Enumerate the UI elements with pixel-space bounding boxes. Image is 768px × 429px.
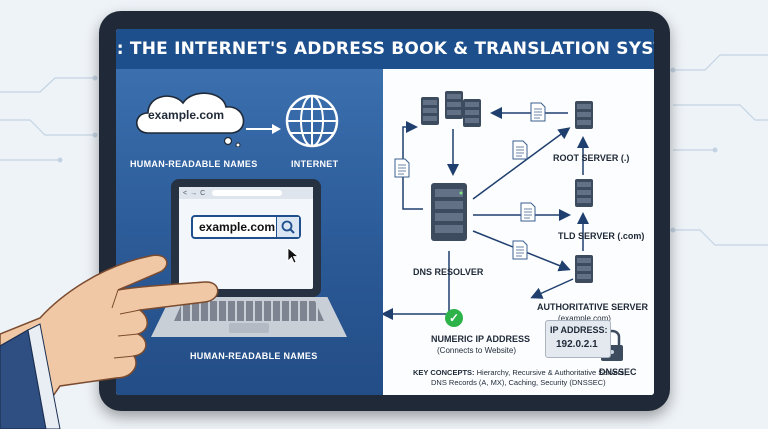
page-title: DNS: THE INTERNET'S ADDRESS BOOK & TRANS…: [116, 39, 654, 59]
address-bar[interactable]: [212, 190, 283, 196]
search-input[interactable]: example.com: [191, 215, 301, 239]
document-icon: [530, 102, 546, 122]
numeric-ip-label: NUMERIC IP ADDRESS: [431, 334, 531, 344]
root-server-icon: [575, 101, 593, 129]
cursor-icon: [287, 247, 300, 264]
forward-icon[interactable]: →: [190, 189, 198, 197]
dnssec-label: DNSSEC: [599, 367, 637, 377]
cloud-text: example.com: [148, 108, 225, 122]
document-icon: [512, 140, 528, 160]
tablet-screen: DNS: THE INTERNET'S ADDRESS BOOK & TRANS…: [116, 29, 654, 395]
ip-address-box: IP ADDRESS: 192.0.2.1: [545, 320, 611, 358]
ip-address-label: IP ADDRESS:: [550, 325, 608, 335]
server-icon: [445, 91, 463, 119]
server-icon: [421, 97, 439, 125]
hand-icon: [0, 254, 219, 429]
cloud-icon: [135, 92, 245, 147]
human-readable-names-top: HUMAN-READABLE NAMES: [130, 159, 258, 169]
authoritative-domain: (example.com): [558, 314, 611, 323]
search-button[interactable]: [276, 217, 299, 237]
internet-label: INTERNET: [291, 159, 339, 169]
resolver-server-icon: [431, 183, 467, 241]
tld-server-label: TLD SERVER (.com): [558, 231, 645, 241]
search-icon: [281, 220, 295, 234]
tablet-frame: DNS: THE INTERNET'S ADDRESS BOOK & TRANS…: [99, 11, 670, 411]
back-icon[interactable]: <: [183, 189, 188, 197]
authoritative-server-icon: [575, 255, 593, 283]
key-concepts-line1: Hierarchy, Recursive & Authoritative Ser…: [476, 368, 627, 377]
key-concepts-line2: DNS Records (A, MX), Caching, Security (…: [431, 378, 606, 387]
document-icon: [512, 240, 528, 260]
authoritative-server-label: AUTHORITATIVE SERVER: [537, 302, 649, 312]
browser-toolbar: < → C: [179, 187, 313, 199]
key-concepts: KEY CONCEPTS: Hierarchy, Recursive & Aut…: [413, 368, 626, 388]
globe-icon: [285, 94, 339, 148]
reload-icon[interactable]: C: [200, 189, 206, 197]
right-panel: ROOT SERVER (.) TLD SERVER (.com) DNS RE…: [383, 69, 654, 395]
dns-flow-diagram: [383, 91, 623, 361]
server-icon: [463, 99, 481, 127]
left-panel: example.com HUMAN-READABLE NAMES INTERNE…: [116, 69, 383, 395]
human-readable-names-bottom: HUMAN-READABLE NAMES: [190, 351, 318, 361]
key-concepts-label: KEY CONCEPTS:: [413, 368, 475, 377]
connects-label: (Connects to Website): [437, 346, 516, 355]
title-bar: DNS: THE INTERNET'S ADDRESS BOOK & TRANS…: [116, 29, 654, 69]
tld-server-icon: [575, 179, 593, 207]
browser-window: < → C example.com: [179, 187, 313, 289]
document-icon: [520, 202, 536, 222]
touchpad: [229, 323, 269, 333]
search-input-value: example.com: [199, 220, 276, 234]
document-icon: [394, 158, 410, 178]
keyboard: [174, 301, 324, 321]
laptop: < → C example.com: [171, 179, 321, 297]
dns-resolver-label: DNS RESOLVER: [413, 267, 484, 277]
ip-address-value: 192.0.2.1: [556, 339, 598, 350]
root-server-label: ROOT SERVER (.): [553, 153, 630, 163]
check-icon: ✓: [445, 309, 463, 327]
arrow-right-icon: [246, 124, 281, 134]
